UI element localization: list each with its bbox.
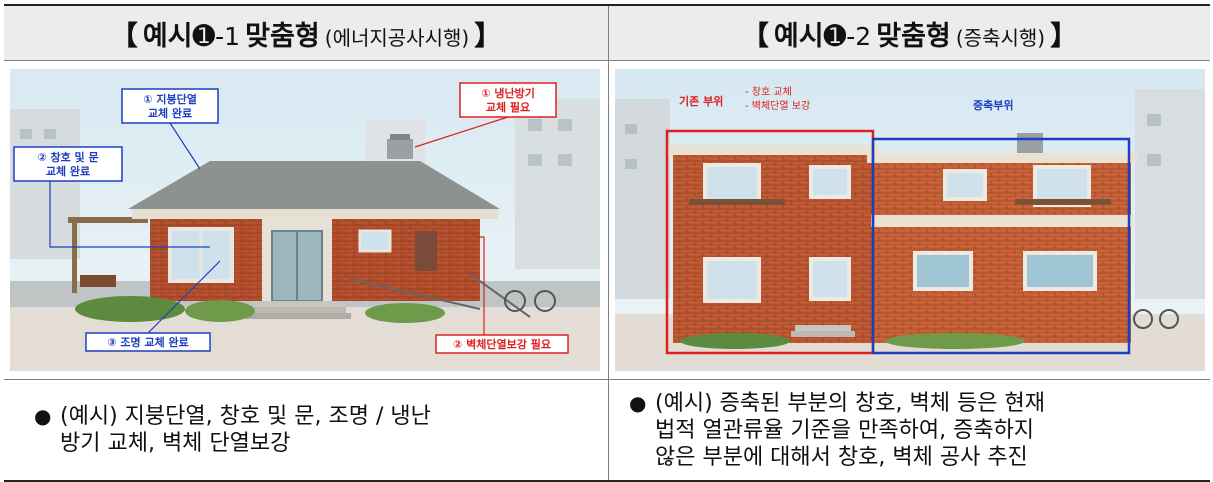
callout-heating-line2: 교체 필요 <box>486 100 530 114</box>
callout-window-line1: ② 창호 및 문 <box>37 150 98 164</box>
bracket-open: 【 <box>741 20 769 52</box>
bracket-close: 】 <box>474 20 502 52</box>
callout-wall-text: ② 벽체단열보강 필요 <box>453 337 551 351</box>
right-image-cell: 기존 부위 - 창호 교체 - 벽체단열 보강 증축부위 <box>608 60 1210 380</box>
callout-window-line2: 교체 완료 <box>46 164 90 178</box>
header-right: 【 예시➊-2 맞춤형 (증축시행) 】 <box>608 4 1210 61</box>
description-line: (예시) 증축된 부분의 창호, 벽체 등은 현재 <box>655 390 1045 416</box>
shrubs <box>680 333 790 349</box>
left-image-cell: ① 지붕단열 교체 완료 ② 창호 및 문 교체 완료 ① 냉난방기 교체 필요 <box>4 60 609 380</box>
callout-roof: ① 지붕단열 교체 완료 <box>121 88 219 170</box>
roof <box>128 161 500 209</box>
callout-roof-line2: 교체 완료 <box>148 106 192 120</box>
rooftop-unit <box>387 139 413 159</box>
bullet-icon: ● <box>34 404 52 428</box>
existing-note-window: - 창호 교체 <box>745 86 792 98</box>
background-building <box>515 99 600 269</box>
example-number: -1 <box>215 21 241 51</box>
bracket-close: 】 <box>1050 20 1078 52</box>
example-table: 【 예시➊-1 맞춤형 (에너지공사시행) 】 【 예시➊-2 맞춤형 (증축시… <box>4 4 1210 482</box>
circled-number: ➊ <box>192 20 216 52</box>
bicycle <box>504 290 526 312</box>
example-number: -2 <box>846 21 872 51</box>
header-left: 【 예시➊-1 맞춤형 (에너지공사시행) 】 <box>4 4 609 61</box>
example-subtitle: (에너지공사시행) <box>324 25 470 50</box>
example-title: 예시 <box>142 20 193 52</box>
description-line: (예시) 지붕단열, 창호 및 문, 조명 / 냉난 <box>60 404 431 429</box>
callout-window: ② 창호 및 문 교체 완료 <box>13 146 210 248</box>
callout-heating-line1: ① 냉난방기 <box>481 86 535 100</box>
description-line: 않은 부분에 대해서 창호, 벽체 공사 추진 <box>655 444 1028 470</box>
callout-wall: ② 벽체단열보강 필요 <box>435 236 569 354</box>
description-left: ● (예시) 지붕단열, 창호 및 문, 조명 / 냉난 방기 교체, 벽체 단… <box>4 379 609 482</box>
callout-heating: ① 냉난방기 교체 필요 <box>414 82 557 148</box>
bicycle <box>1133 309 1153 329</box>
example-subtitle: (증축시행) <box>955 25 1046 50</box>
existing-note-wall: - 벽체단열 보강 <box>745 100 810 112</box>
example-type: 맞춤형 <box>245 20 320 52</box>
example-type: 맞춤형 <box>876 20 951 52</box>
callout-roof-line1: ① 지붕단열 <box>143 92 197 106</box>
extended-house-illustration: 기존 부위 - 창호 교체 - 벽체단열 보강 증축부위 <box>615 69 1205 371</box>
callout-lighting: ③ 조명 교체 완료 <box>85 260 221 352</box>
existing-part-label: 기존 부위 <box>679 94 723 108</box>
side-door <box>415 231 437 271</box>
description-line: 방기 교체, 벽체 단열보강 <box>60 431 291 456</box>
bench <box>80 275 116 287</box>
description-line: 법적 열관류율 기준을 만족하여, 증축하지 <box>655 417 1035 443</box>
bracket-open: 【 <box>110 20 138 52</box>
single-story-house-illustration: ① 지붕단열 교체 완료 ② 창호 및 문 교체 완료 ① 냉난방기 교체 필요 <box>10 69 600 371</box>
window <box>703 163 761 205</box>
example-title: 예시 <box>773 20 824 52</box>
extension-part-outline <box>871 137 1131 355</box>
description-right: ● (예시) 증축된 부분의 창호, 벽체 등은 현재 법적 열관류율 기준을 … <box>608 379 1210 482</box>
circled-number: ➊ <box>823 20 847 52</box>
bullet-icon: ● <box>629 390 647 415</box>
extension-part-label: 증축부위 <box>973 98 1013 112</box>
shrubs <box>75 296 185 322</box>
callout-lighting-text: ③ 조명 교체 완료 <box>107 335 189 349</box>
